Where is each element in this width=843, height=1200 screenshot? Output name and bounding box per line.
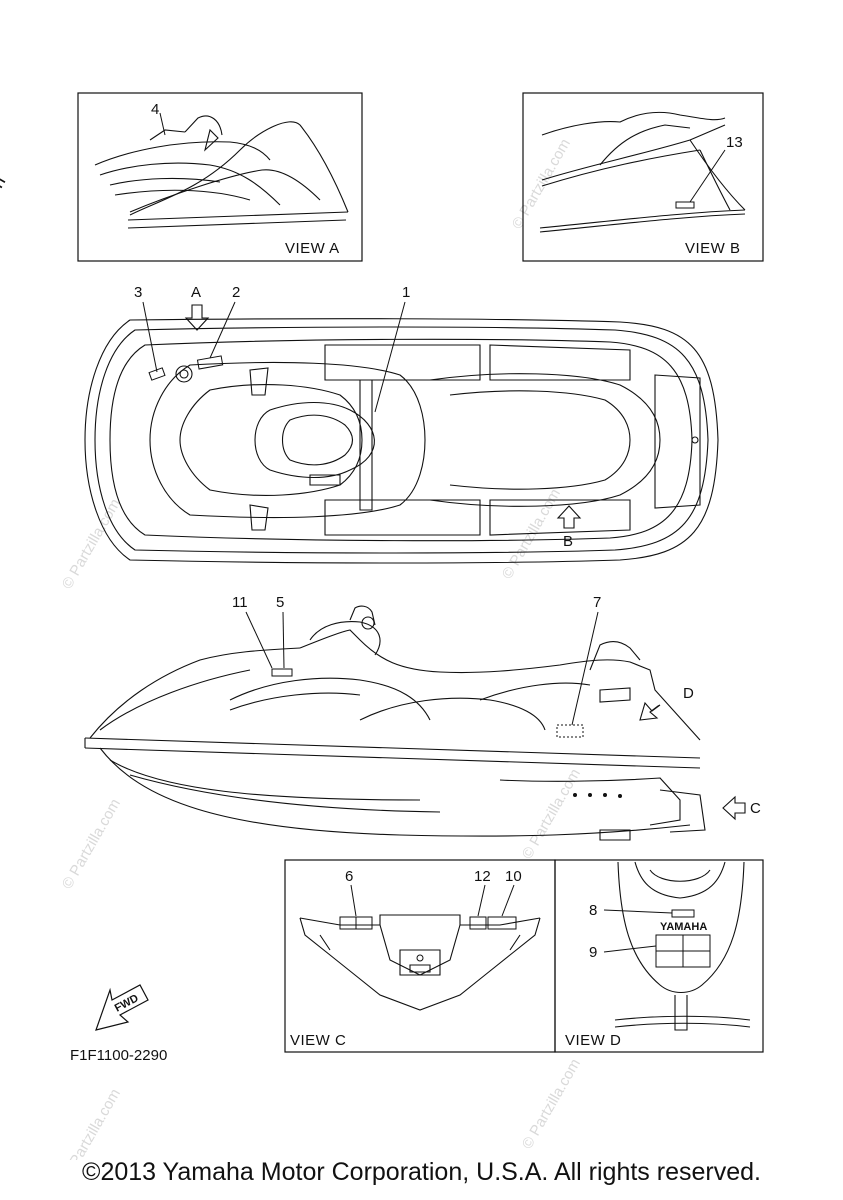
view-c-label: VIEW C	[290, 1032, 346, 1049]
faint-watermark: © Partzilla.com	[519, 1056, 584, 1152]
view-a-panel: 4 VIEW A	[77, 92, 363, 262]
view-b-panel: 13 VIEW B	[522, 92, 764, 262]
part-code: F1F1100-2290	[70, 1047, 167, 1064]
view-c-panel: 6 12 10 VIEW C	[284, 859, 556, 1053]
callout-11: 11	[232, 594, 248, 611]
side-view-hull	[84, 605, 706, 841]
callout-5: 5	[276, 594, 284, 611]
copyright-notice: ©2013 Yamaha Motor Corporation, U.S.A. A…	[82, 1158, 761, 1186]
view-c-arrow-icon	[722, 795, 746, 821]
faint-watermark: © Partzilla.com	[519, 766, 584, 862]
view-a-label: VIEW A	[285, 240, 340, 257]
arrow-a-label: A	[191, 284, 201, 301]
callout-4: 4	[151, 101, 159, 118]
faint-watermark: © Partzilla.com	[509, 136, 574, 232]
callout-2: 2	[232, 284, 240, 301]
view-d-panel: YAMAHA 8 9 VIEW D	[554, 859, 764, 1053]
callout-13: 13	[726, 134, 743, 151]
view-b-arrow-icon	[556, 505, 582, 529]
top-view-hull	[84, 318, 719, 564]
faint-watermark: © Partzilla.com	[59, 496, 124, 592]
callout-8: 8	[589, 902, 597, 919]
callout-10: 10	[505, 868, 522, 885]
arrow-b-label: B	[563, 533, 573, 550]
arrow-c-label: C	[750, 800, 761, 817]
callout-12: 12	[474, 868, 491, 885]
view-b-label: VIEW B	[685, 240, 741, 257]
callout-3: 3	[134, 284, 142, 301]
yamaha-decal-text: YAMAHA	[660, 921, 707, 933]
callout-1: 1	[402, 284, 410, 301]
callout-6: 6	[345, 868, 353, 885]
callout-7: 7	[593, 594, 601, 611]
callout-9: 9	[589, 944, 597, 961]
decal-diagram: © Partzilla.com © Partzilla.com © Partzi…	[59, 92, 764, 1160]
faint-watermark: © Partzilla.com	[59, 1086, 124, 1160]
fwd-arrow-icon: FWD	[95, 984, 149, 1031]
view-a-arrow-icon	[184, 304, 210, 331]
view-d-label: VIEW D	[565, 1032, 621, 1049]
faint-watermark: © Partzilla.com	[59, 796, 124, 892]
arrow-d-label: D	[683, 685, 694, 702]
view-d-arrow-icon	[639, 701, 661, 721]
